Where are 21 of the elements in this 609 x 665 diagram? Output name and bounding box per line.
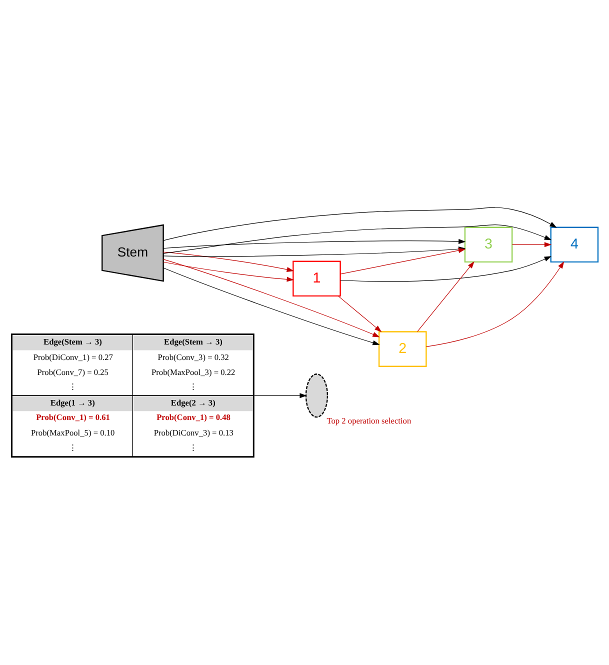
- node-box: 1: [292, 260, 341, 297]
- node-label: Top 2 operation selection: [326, 416, 412, 426]
- arrow: [254, 393, 307, 398]
- arrow: [417, 261, 474, 332]
- node-box: Stem: [102, 224, 164, 282]
- arrow: [338, 296, 382, 332]
- arrow: [162, 207, 557, 241]
- arrow: [163, 262, 294, 282]
- arrow: [163, 252, 294, 272]
- arrow: [340, 256, 552, 282]
- node-box: 2: [378, 331, 427, 367]
- arrow: [512, 242, 552, 248]
- arrow: [162, 238, 466, 249]
- arrow: [426, 261, 564, 347]
- node-box: 4: [550, 226, 599, 263]
- arrow: [162, 224, 552, 254]
- arrow: [340, 248, 466, 274]
- node-box: 3: [464, 226, 513, 263]
- arrow: [163, 259, 380, 338]
- arrow: [163, 268, 380, 346]
- node-ellipse: [305, 374, 328, 418]
